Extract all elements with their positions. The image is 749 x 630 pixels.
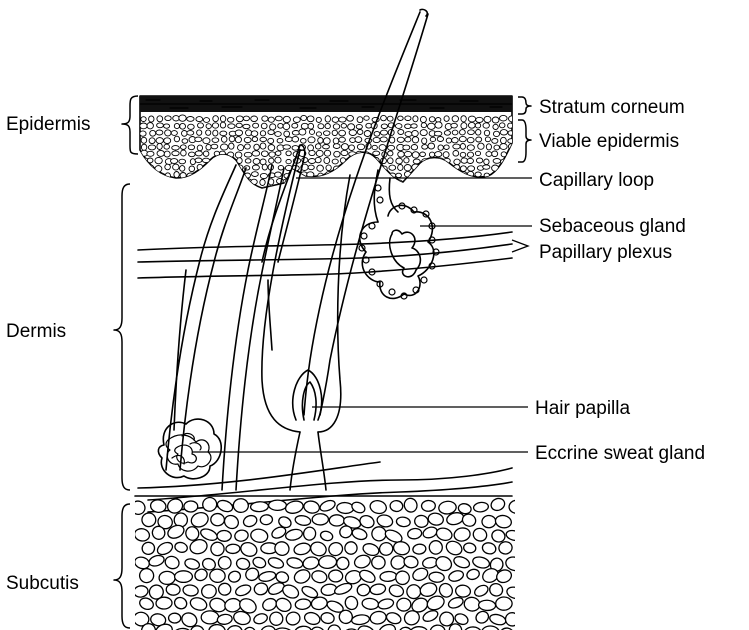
stratum-corneum-label: Stratum corneum xyxy=(539,97,685,118)
eccrine-sweat-gland-label: Eccrine sweat gland xyxy=(535,443,705,464)
epidermis-brace xyxy=(122,96,138,154)
viable-epidermis-cells xyxy=(139,115,516,193)
capillary-loops xyxy=(166,145,305,490)
viable-epidermis-label: Viable epidermis xyxy=(539,131,679,152)
sebaceous-gland xyxy=(359,170,439,299)
epidermis-label: Epidermis xyxy=(6,114,90,135)
papillary-plexus-vessels xyxy=(138,232,512,278)
papillary-plexus-arrow xyxy=(512,240,528,252)
subcutis-layer xyxy=(129,495,524,630)
sebaceous-gland-label: Sebaceous gland xyxy=(539,216,686,237)
viable-epidermis-brace xyxy=(518,120,531,162)
subcutis-label: Subcutis xyxy=(6,573,79,594)
capillary-loop-label: Capillary loop xyxy=(539,170,654,191)
stratum-corneum-layer xyxy=(140,96,512,112)
stratum-corneum-brace xyxy=(518,97,531,114)
dermis-brace xyxy=(114,184,130,490)
subcutis-fat-cells xyxy=(129,495,524,630)
hair-papilla-label: Hair papilla xyxy=(535,398,630,419)
hair-follicle xyxy=(262,9,428,490)
subcutis-brace xyxy=(114,504,130,628)
dermis-label: Dermis xyxy=(6,321,66,342)
papillary-plexus-label: Papillary plexus xyxy=(539,242,672,263)
